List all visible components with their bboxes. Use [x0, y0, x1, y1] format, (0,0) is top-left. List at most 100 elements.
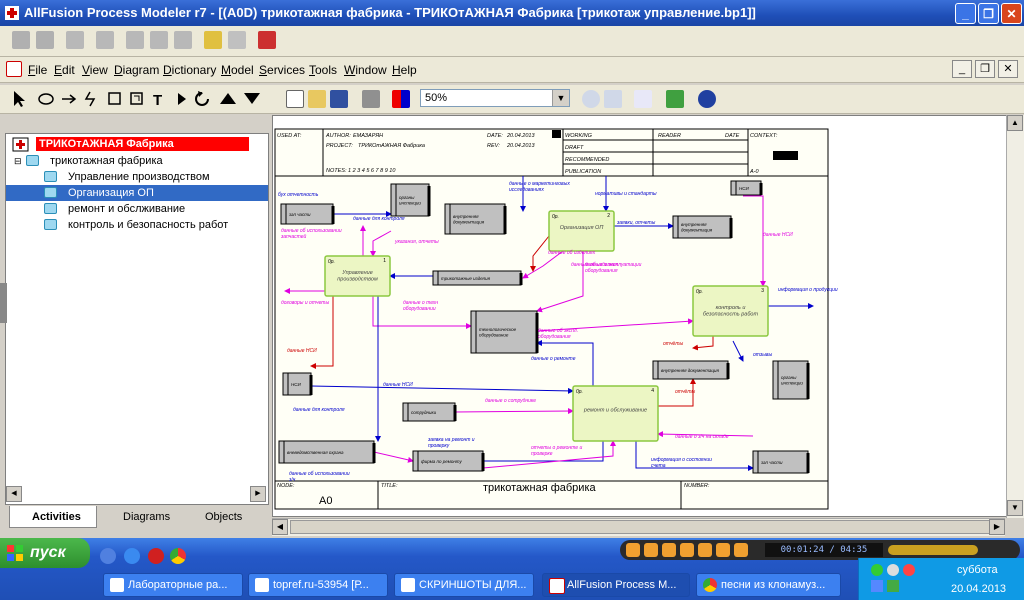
tunnel-store[interactable]: НСИ	[282, 372, 313, 396]
taskbar-item[interactable]: topref.ru-53954 [Р...	[248, 573, 388, 597]
flow-arrow[interactable]	[657, 431, 754, 438]
grid-icon[interactable]	[174, 31, 192, 49]
scroll-right-button[interactable]: ▶	[250, 486, 266, 502]
diagram-canvas[interactable]: USED AT: AUTHOR: ЕМАЗАРЯН DATE: 20.04.20…	[272, 115, 1007, 517]
zoom-select[interactable]: 50%▼	[420, 89, 570, 107]
flow-arrow[interactable]	[536, 318, 694, 332]
close-button[interactable]: ✕	[1001, 3, 1022, 24]
stop-icon[interactable]	[662, 543, 676, 557]
flow-arrow[interactable]	[482, 440, 616, 469]
pointer-tool-icon[interactable]	[14, 91, 25, 107]
taskbar-item[interactable]: Лабораторные ра...	[103, 573, 243, 597]
vertical-scrollbar[interactable]: ▲ ▼	[1006, 115, 1024, 518]
flow-arrow[interactable]	[454, 408, 574, 415]
tree-model[interactable]: ⊟ трикотажная фабрика	[6, 153, 268, 169]
flow-arrow[interactable]	[522, 250, 564, 279]
activity-box-tool-icon[interactable]	[38, 93, 54, 105]
scroll-left-button[interactable]: ◀	[272, 519, 288, 535]
down-level-tool-icon[interactable]	[244, 93, 260, 104]
menu-model[interactable]: Model	[221, 63, 254, 77]
tree-root[interactable]: ТРИКОтАЖНАЯ Фабрика	[36, 137, 249, 151]
next-icon[interactable]	[716, 543, 730, 557]
chevron-down-icon[interactable]: ▼	[552, 90, 569, 106]
flow-arrow[interactable]	[530, 235, 550, 272]
scroll-thumb[interactable]	[290, 520, 990, 534]
tree-item-control[interactable]: контроль и безопасность работ	[6, 217, 268, 233]
tunnel-store[interactable]: вневедомственная охрана	[278, 440, 376, 464]
lock-icon[interactable]	[66, 31, 84, 49]
menu-edit[interactable]: Edit	[54, 63, 75, 77]
zoom-in-icon[interactable]	[582, 90, 600, 108]
flow-arrow[interactable]	[310, 296, 334, 369]
tree-item-management[interactable]: Управление производством	[6, 169, 268, 185]
tree-item-repair[interactable]: ремонт и обслживание	[6, 201, 268, 217]
menu-services[interactable]: Services	[259, 63, 306, 77]
mdi-close-button[interactable]: ✕	[998, 60, 1018, 78]
arrow-tool-icon[interactable]	[62, 94, 77, 104]
tunnel-store[interactable]: внутренняя документация	[652, 360, 730, 380]
opera-icon[interactable]	[148, 548, 164, 564]
text-tool-icon[interactable]: T	[153, 92, 162, 109]
mdi-minimize-button[interactable]: _	[952, 60, 972, 78]
pause-icon[interactable]	[644, 543, 658, 557]
report-icon[interactable]	[126, 31, 144, 49]
rotate-tool-icon[interactable]	[195, 91, 209, 106]
scroll-up-button[interactable]: ▲	[1007, 115, 1023, 131]
menu-window[interactable]: Window	[344, 63, 387, 77]
offpage-tool-icon[interactable]	[130, 92, 143, 105]
desktop-icon[interactable]	[100, 548, 116, 564]
paste-icon[interactable]	[36, 31, 54, 49]
flow-arrow[interactable]	[373, 451, 414, 463]
flow-arrow[interactable]	[310, 385, 574, 394]
idef0-diagram[interactable]: USED AT: AUTHOR: ЕМАЗАРЯН DATE: 20.04.20…	[273, 116, 1006, 516]
menu-help[interactable]: Help	[392, 63, 417, 77]
tab-objects[interactable]: Objects	[183, 506, 263, 528]
tunnel-store[interactable]: трикотажные изделия	[432, 270, 523, 286]
prev-icon[interactable]	[626, 543, 640, 557]
tree-item-organization[interactable]: Организация ОП	[6, 185, 268, 201]
update-icon[interactable]	[887, 580, 899, 592]
spellcheck-icon[interactable]	[634, 90, 652, 108]
restore-button[interactable]: ❐	[978, 3, 999, 24]
menu-view[interactable]: View	[82, 63, 108, 77]
tray-date[interactable]: 20.04.2013	[951, 583, 1007, 595]
tunnel-store[interactable]: фирма по ремонту	[412, 450, 485, 472]
bluetooth-icon[interactable]	[871, 580, 883, 592]
table-icon[interactable]	[150, 31, 168, 49]
antivirus-icon[interactable]	[903, 564, 915, 576]
settings-icon[interactable]	[228, 31, 246, 49]
panel-splitter[interactable]	[0, 283, 7, 323]
menu-diagram[interactable]: Diagram	[114, 63, 160, 77]
playlist-icon[interactable]	[734, 543, 748, 557]
scroll-down-button[interactable]: ▼	[1007, 500, 1023, 516]
save-icon[interactable]	[330, 90, 348, 108]
book-icon[interactable]	[96, 31, 114, 49]
tab-diagrams[interactable]: Diagrams	[101, 506, 181, 528]
flow-arrow[interactable]	[743, 195, 766, 287]
new-file-icon[interactable]	[286, 90, 304, 108]
flow-arrow[interactable]	[372, 296, 472, 329]
scroll-right-button[interactable]: ▶	[989, 519, 1005, 535]
taskbar-item-active[interactable]: AllFusion Process M...	[542, 573, 690, 597]
tunnel-store[interactable]: сотрудники	[402, 402, 457, 422]
taskbar-item[interactable]: СКРИНШОТЫ ДЛЯ...	[394, 573, 534, 597]
taskbar-item[interactable]: песни из клонамуз...	[696, 573, 841, 597]
up-level-tool-icon[interactable]	[220, 93, 236, 104]
volume-icon[interactable]	[887, 564, 899, 576]
people-icon[interactable]	[258, 31, 276, 49]
mdi-restore-button[interactable]: ❐	[975, 60, 995, 78]
horizontal-scrollbar[interactable]: ◀ ▶	[272, 518, 1005, 536]
rewind-icon[interactable]	[680, 543, 694, 557]
forward-icon[interactable]	[698, 543, 712, 557]
minimize-button[interactable]: _	[955, 3, 976, 24]
print-icon[interactable]	[362, 90, 380, 108]
collapse-icon[interactable]: ⊟	[14, 156, 22, 166]
flow-arrow[interactable]	[536, 340, 594, 386]
flow-arrow[interactable]	[536, 251, 584, 313]
